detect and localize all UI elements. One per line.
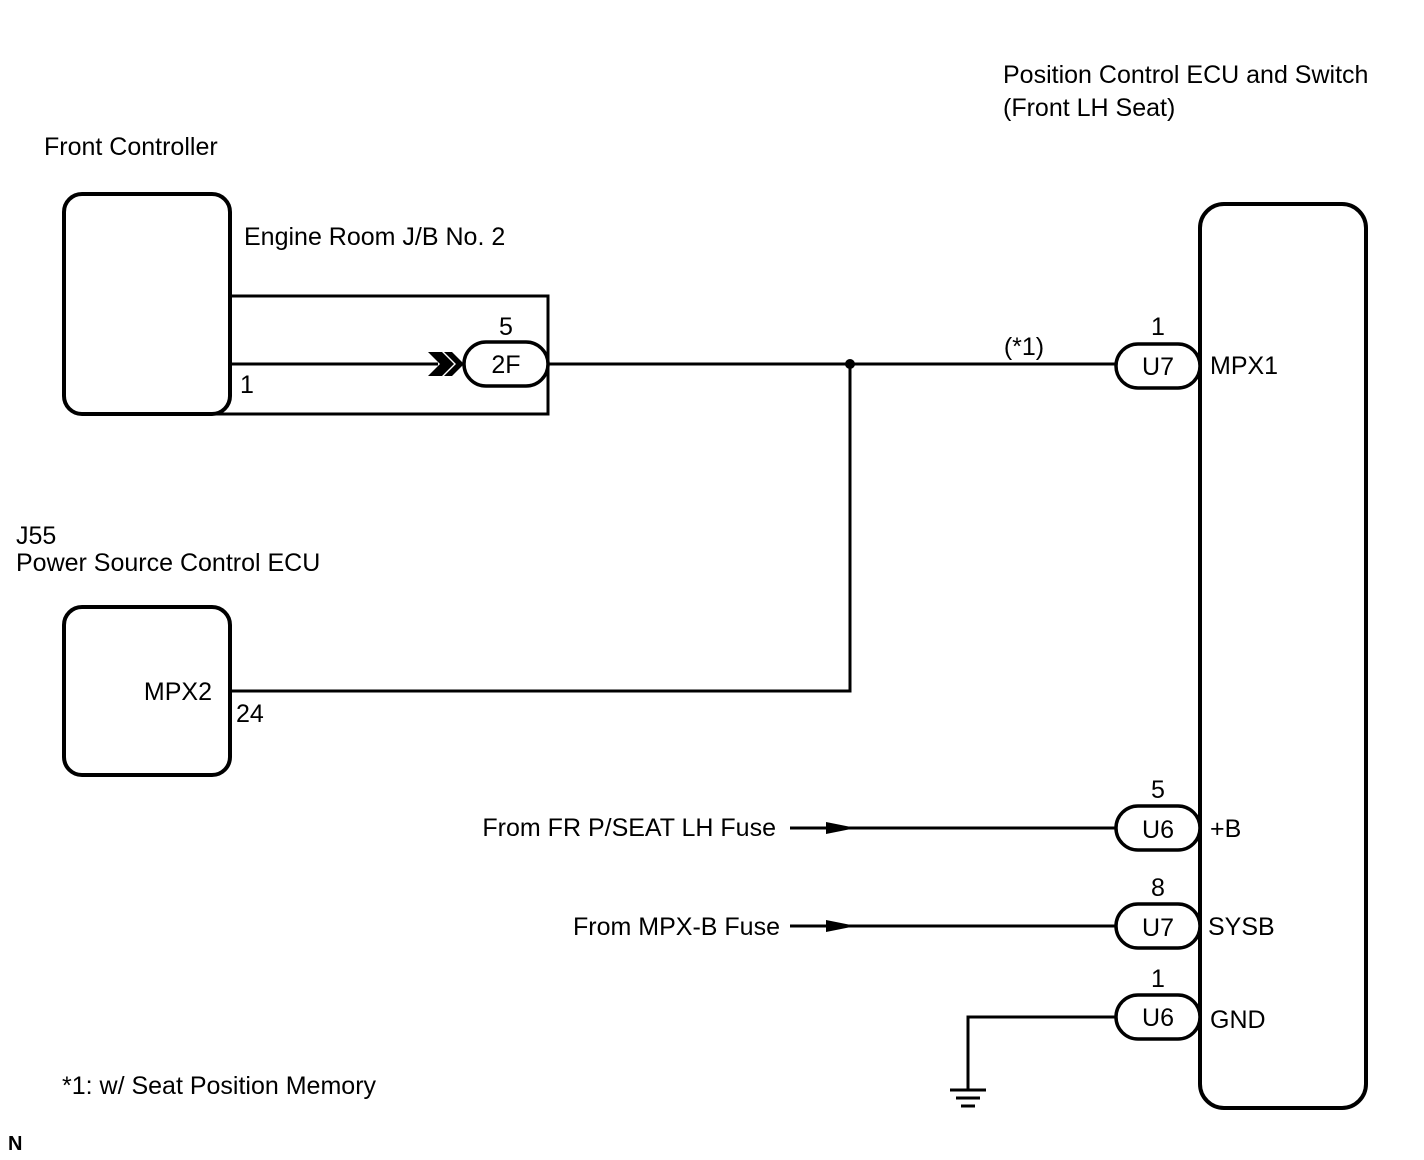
wire-note-ref: (*1) — [1004, 333, 1044, 361]
splice-chevron-inner-icon — [444, 352, 464, 376]
position-control-ecu-title-line1: Position Control ECU and Switch — [1003, 61, 1368, 89]
footnote: *1: w/ Seat Position Memory — [62, 1072, 377, 1100]
connector-2f-pin: 5 — [499, 313, 513, 341]
splice-chevron-icon — [428, 352, 454, 376]
connector-u7-sysb — [1114, 902, 1202, 950]
terminal-b-label: +B — [1210, 815, 1241, 843]
front-controller-title: Front Controller — [44, 133, 218, 161]
connector-2f-label: 2F — [491, 351, 520, 379]
front-controller-box — [62, 192, 232, 416]
arrow-mpxb-fuse-icon — [826, 920, 856, 932]
terminal-gnd-label: GND — [1210, 1006, 1266, 1034]
source-fr-seat-fuse: From FR P/SEAT LH Fuse — [482, 814, 776, 842]
power-source-ecu-title: Power Source Control ECU — [16, 549, 320, 577]
wire-ground — [966, 1015, 1116, 1090]
connector-u6-gnd — [1114, 993, 1202, 1041]
connector-u6-b-pin: 5 — [1151, 776, 1165, 804]
connector-u6-b — [1114, 804, 1202, 852]
terminal-mpx1-label: MPX1 — [1210, 352, 1278, 380]
power-source-ecu-box — [62, 605, 232, 777]
connector-u7-sysb-label: U7 — [1142, 914, 1174, 942]
terminal-sysb-label: SYSB — [1208, 913, 1275, 941]
connector-u6-b-label: U6 — [1142, 816, 1174, 844]
junction-block-title: Engine Room J/B No. 2 — [244, 223, 505, 251]
wire-mpx2-branch — [230, 364, 852, 693]
power-source-ecu-terminal: MPX2 — [144, 678, 212, 706]
connector-u6-gnd-pin: 1 — [1151, 965, 1165, 993]
connector-u6-gnd-label: U6 — [1142, 1004, 1174, 1032]
connector-u7-mpx1-pin: 1 — [1151, 313, 1165, 341]
arrow-fr-seat-fuse-icon — [826, 822, 856, 834]
position-control-ecu-title-line2: (Front LH Seat) — [1003, 94, 1175, 122]
connector-u7-mpx1-label: U7 — [1142, 353, 1174, 381]
position-control-ecu-box — [1198, 202, 1368, 1110]
connector-u7-mpx1 — [1114, 342, 1202, 390]
power-source-ecu-pin: 24 — [236, 700, 264, 728]
power-source-ecu-code: J55 — [16, 522, 56, 550]
connector-u7-sysb-pin: 8 — [1151, 874, 1165, 902]
source-mpxb-fuse: From MPX-B Fuse — [573, 913, 780, 941]
corner-code: N — [8, 1133, 22, 1155]
front-controller-pin: 1 — [240, 371, 254, 399]
ground-symbol-icon — [950, 1088, 986, 1108]
